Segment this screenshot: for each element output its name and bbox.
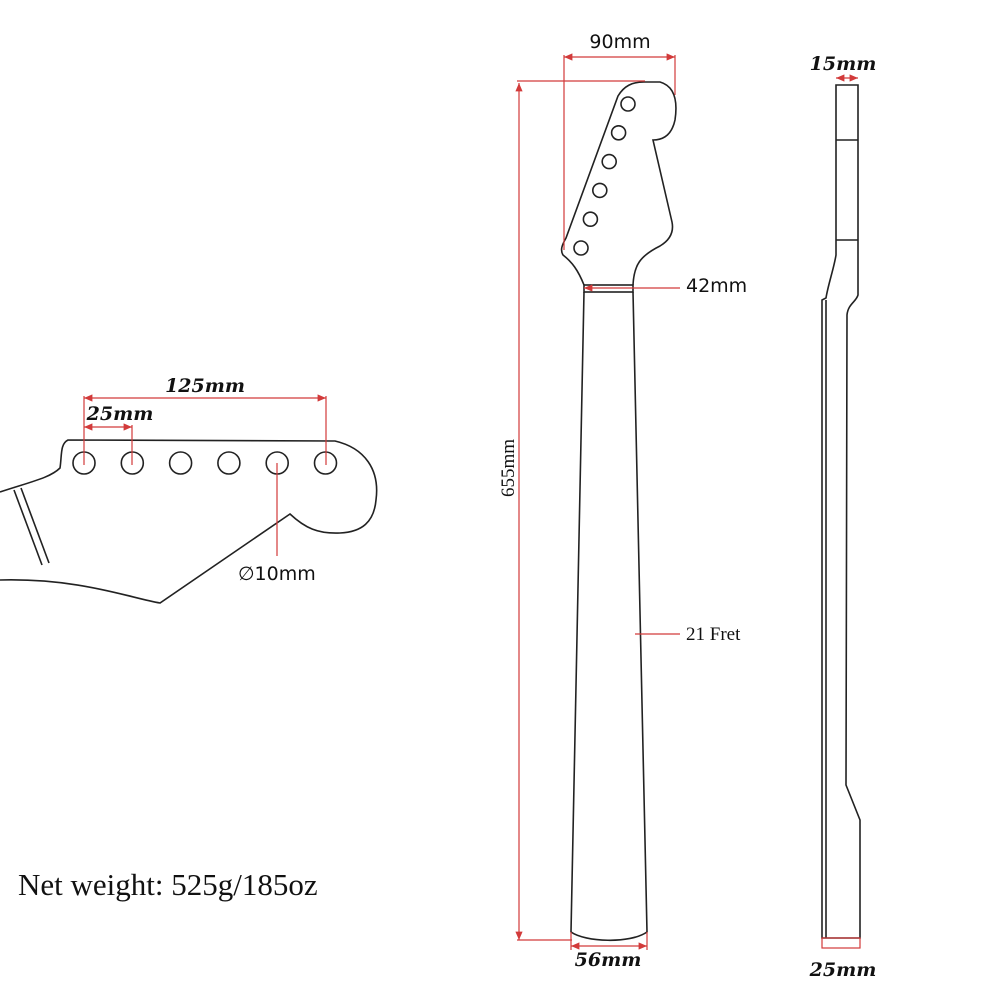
nut-width-label: 42mm [686,275,747,297]
tuner-hole [610,125,627,141]
heel-width-label: 56mm [575,949,642,971]
tuner-hole [591,182,608,199]
nut-line [20,487,50,564]
heel-thickness-label: 25mm [809,959,877,981]
hole-diameter-label: ∅10mm [238,563,316,585]
span-label: 125mm [165,375,245,397]
headstock-thickness-label: 15mm [810,53,877,75]
tuner-holes [72,451,338,475]
dim-25-box [821,937,861,949]
headstock-width-label: 90mm [589,31,650,53]
weight-label: Net weight: 525g/185oz [18,867,318,902]
spacing-label: 25mm [86,403,154,425]
tuner-hole [620,96,636,112]
side-view: 15mm 25mm [809,53,877,981]
frets-label: 21 Fret [686,624,741,645]
front-headstock-outline [560,81,677,286]
nut-line [13,489,43,566]
tuner-hole [582,211,599,227]
side-profile-outline [821,84,861,939]
front-view: 90mm 42mm 21 Fret 56mm 655mm [498,31,747,971]
tuner-hole [601,153,618,170]
neck-outline [570,291,648,942]
tuner-hole [168,451,193,475]
headstock-closeup: 125mm 25mm ∅10mm [0,375,378,604]
front-tuner-holes [573,96,636,256]
length-label: 655mm [498,439,519,497]
tuner-hole [573,240,589,256]
headstock-outline [0,439,378,604]
tuner-hole [217,451,241,475]
